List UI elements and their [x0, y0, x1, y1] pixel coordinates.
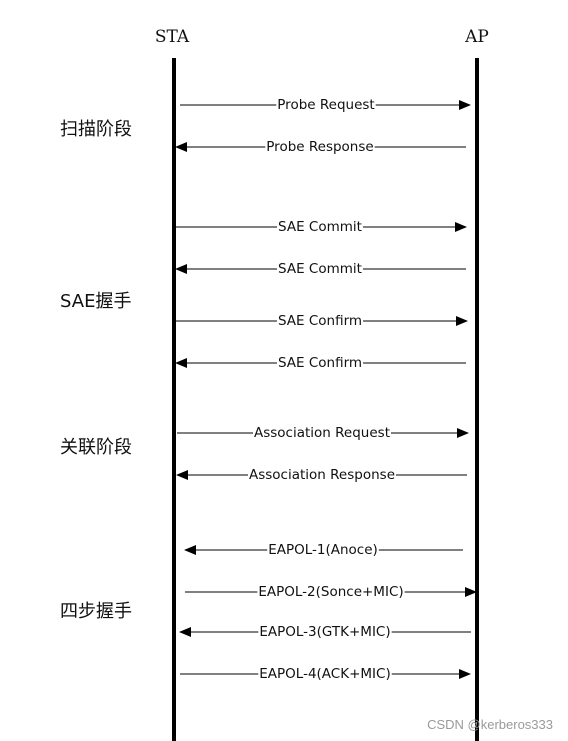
message-label: SAE Commit — [278, 219, 362, 235]
message-label-bg — [258, 666, 392, 682]
phase-label-four-way-handshake: 四步握手 — [60, 601, 132, 622]
message-probe-response: Probe Response — [175, 139, 466, 155]
sta-label: STA — [155, 27, 190, 47]
message-label: SAE Confirm — [278, 313, 362, 329]
phase-label-scan: 扫描阶段 — [60, 119, 132, 140]
message-eapol-4: EAPOL-4(ACK+MIC) — [180, 666, 471, 682]
message-label: Association Request — [254, 425, 390, 441]
message-label-bg — [267, 542, 379, 558]
message-label-bg — [258, 624, 392, 640]
ap-label: AP — [464, 27, 489, 47]
message-association-response: Association Response — [176, 467, 467, 483]
message-sae-commit-2: SAE Commit — [175, 261, 466, 277]
message-label-bg — [276, 355, 364, 371]
message-label-bg — [276, 313, 364, 329]
message-label: EAPOL-2(Sonce+MIC) — [258, 584, 403, 600]
phase-label-association: 关联阶段 — [60, 437, 132, 458]
message-label: SAE Confirm — [278, 355, 362, 371]
message-label: Probe Request — [277, 97, 374, 113]
message-sae-confirm-1: SAE Confirm — [176, 313, 468, 329]
message-sae-commit-1: SAE Commit — [176, 219, 467, 235]
phase-label-sae: SAE握手 — [60, 291, 131, 312]
message-sae-confirm-2: SAE Confirm — [175, 355, 466, 371]
message-label: Probe Response — [266, 139, 373, 155]
message-label-bg — [257, 584, 405, 600]
message-probe-request: Probe Request — [180, 97, 471, 113]
message-label: EAPOL-4(ACK+MIC) — [259, 666, 390, 682]
message-label-bg — [265, 139, 375, 155]
message-label: SAE Commit — [278, 261, 362, 277]
message-label: EAPOL-3(GTK+MIC) — [259, 624, 390, 640]
message-label-bg — [248, 467, 396, 483]
message-label: Association Response — [249, 467, 395, 483]
message-eapol-2: EAPOL-2(Sonce+MIC) — [185, 584, 477, 600]
message-label: EAPOL-1(Anoce) — [268, 542, 378, 558]
message-label-bg — [276, 97, 376, 113]
watermark: CSDN @kerberos333 — [427, 717, 553, 732]
message-association-request: Association Request — [177, 425, 469, 441]
message-label-bg — [277, 261, 363, 277]
message-eapol-1: EAPOL-1(Anoce) — [184, 542, 463, 558]
message-label-bg — [277, 219, 363, 235]
message-label-bg — [253, 425, 391, 441]
message-eapol-3: EAPOL-3(GTK+MIC) — [179, 624, 471, 640]
